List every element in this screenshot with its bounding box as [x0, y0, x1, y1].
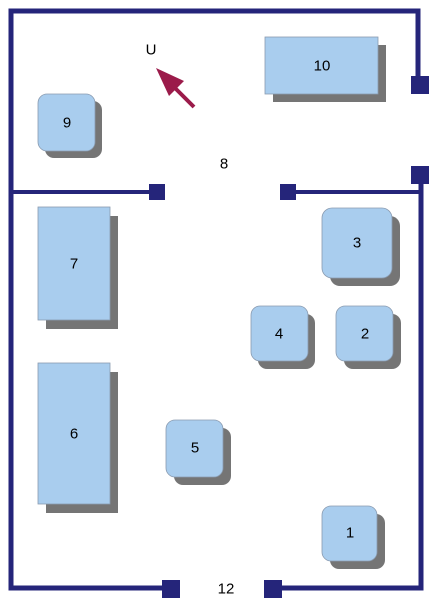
wall-end-cap [162, 580, 180, 598]
outer-wall-bottom-right [270, 173, 424, 591]
object-9-label: 9 [63, 115, 71, 132]
object-5-box [165, 419, 224, 478]
wall-end-cap [411, 166, 429, 184]
entrance-label-top: 8 [220, 156, 228, 173]
object-1-box [321, 505, 378, 562]
wall-end-cap [149, 184, 165, 200]
object-5-label: 5 [191, 440, 199, 457]
object-10-label: 10 [314, 58, 331, 75]
object-4-box [250, 305, 309, 362]
wall-end-cap [411, 76, 429, 94]
object-1-label: 1 [346, 525, 354, 542]
arrow-up-left-icon [156, 68, 196, 109]
object-6-box [37, 362, 111, 505]
object-9-box [37, 93, 96, 152]
walls [8, 8, 429, 598]
object-3-label: 3 [353, 235, 361, 252]
object-6-label: 6 [70, 426, 78, 443]
marker-label: U [146, 42, 157, 59]
entrance-label-bottom: 12 [218, 581, 235, 598]
object-3-box [321, 207, 393, 279]
object-10-box [264, 36, 379, 95]
wall-end-cap [280, 184, 296, 200]
object-4-label: 4 [275, 326, 283, 343]
outer-wall-top-left [8, 8, 421, 591]
object-labels: 10 9 7 6 3 4 2 5 1 [63, 58, 369, 542]
object-2-label: 2 [361, 326, 369, 343]
wall-end-cap [264, 580, 282, 598]
object-7-box [37, 206, 111, 321]
objects [37, 36, 401, 569]
object-7-label: 7 [70, 256, 78, 273]
object-2-box [335, 305, 394, 362]
